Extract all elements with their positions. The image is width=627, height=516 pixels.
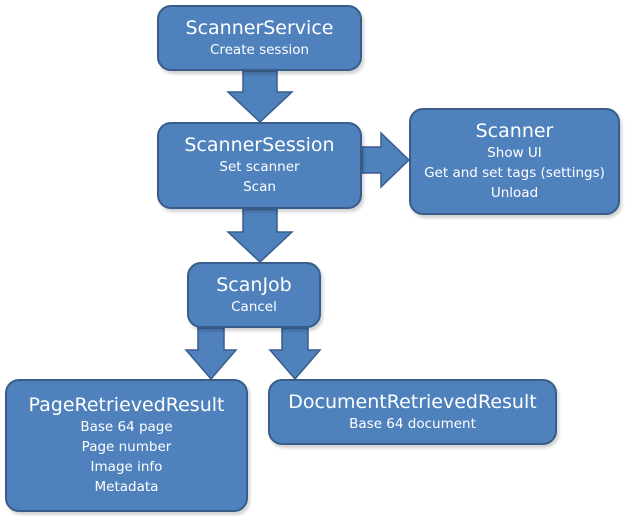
node-line: Metadata [94,479,159,495]
node-title: ScanJob [216,273,292,296]
arrow-service-to-session [226,70,294,124]
arrow-session-to-scanner [361,131,411,189]
node-line: Image info [90,459,163,475]
node-title: ScannerService [185,16,334,39]
node-line: Set scanner [219,159,300,175]
node-line: Scan [243,179,276,195]
node-title: DocumentRetrievedResult [288,390,537,413]
scanner-service-node: ScannerService Create session [157,5,362,71]
node-title: Scanner [475,120,554,142]
scanner-node: Scanner Show UI Get and set tags (settin… [409,108,620,215]
node-line: Cancel [231,298,277,315]
arrow-session-to-job [226,208,294,264]
node-line: Unload [490,185,539,201]
node-line: Base 64 document [349,415,476,432]
document-retrieved-result-node: DocumentRetrievedResult Base 64 document [268,379,557,445]
scanner-session-node: ScannerSession Set scanner Scan [157,122,362,209]
scan-job-node: ScanJob Cancel [187,262,321,328]
node-title: ScannerSession [184,134,335,156]
node-line: Get and set tags (settings) [424,165,605,181]
page-retrieved-result-node: PageRetrievedResult Base 64 page Page nu… [5,379,248,512]
arrow-job-to-document [268,327,322,381]
node-line: Base 64 page [80,419,173,435]
node-title: PageRetrievedResult [28,394,225,416]
node-line: Create session [209,41,310,58]
node-line: Page number [81,439,172,455]
arrow-job-to-page [184,327,238,381]
node-line: Show UI [487,145,542,161]
